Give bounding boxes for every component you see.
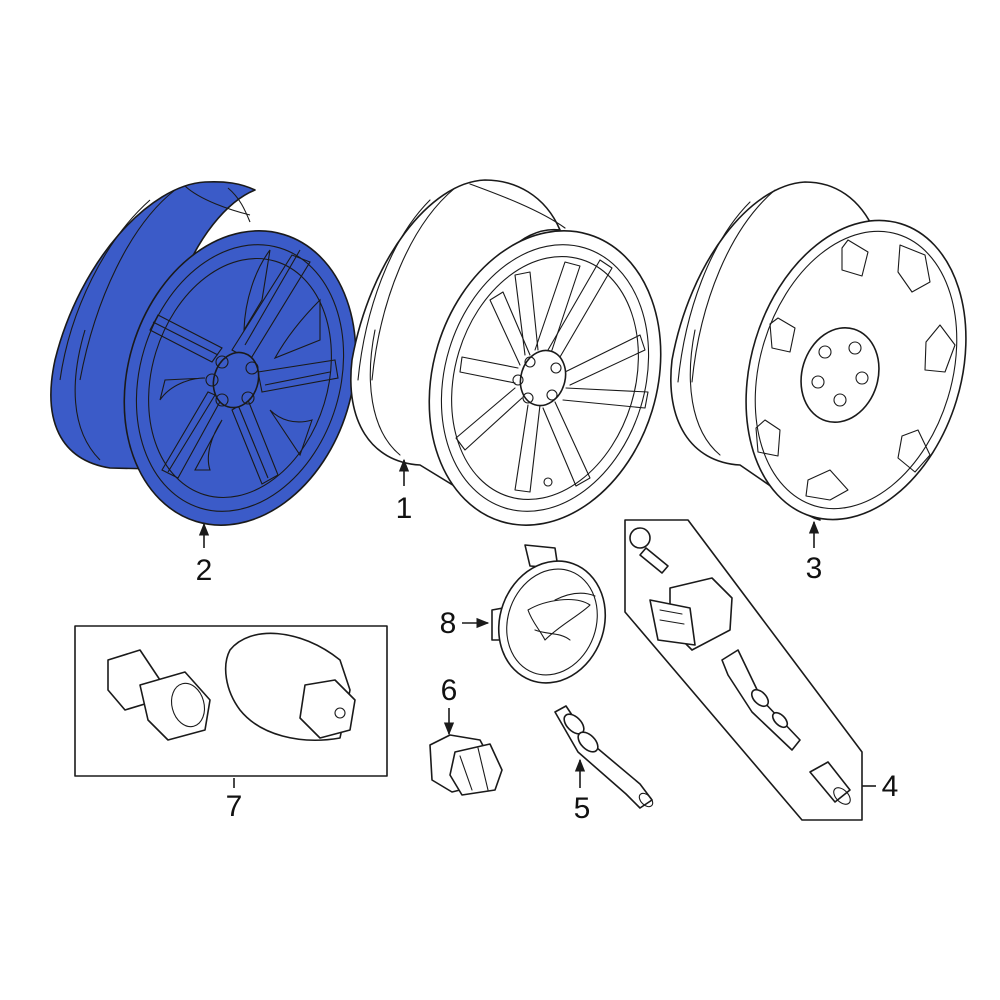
callout-8[interactable]: 8 — [440, 607, 457, 640]
callout-7[interactable]: 7 — [226, 790, 243, 823]
callout-3[interactable]: 3 — [806, 552, 823, 585]
callout-1[interactable]: 1 — [396, 492, 413, 525]
part-1-alloy-wheel[interactable] — [350, 179, 696, 554]
callout-4[interactable]: 4 — [882, 770, 899, 803]
part-4-tpms-kit[interactable] — [624, 519, 863, 821]
callout-2[interactable]: 2 — [196, 554, 213, 587]
part-2-highlighted-wheel[interactable] — [50, 180, 391, 554]
part-7-wheel-lock-kit[interactable] — [74, 625, 388, 777]
callout-leaders — [198, 458, 876, 788]
part-3-spare-wheel[interactable] — [670, 181, 1000, 547]
part-8-center-cap[interactable] — [482, 544, 622, 698]
callout-6[interactable]: 6 — [441, 674, 458, 707]
part-6-lug-nut[interactable] — [429, 734, 503, 796]
part-5-valve-stem[interactable] — [554, 705, 655, 809]
callout-5[interactable]: 5 — [574, 792, 591, 825]
callout-numbers: 1 2 3 4 5 6 7 8 — [196, 492, 899, 825]
